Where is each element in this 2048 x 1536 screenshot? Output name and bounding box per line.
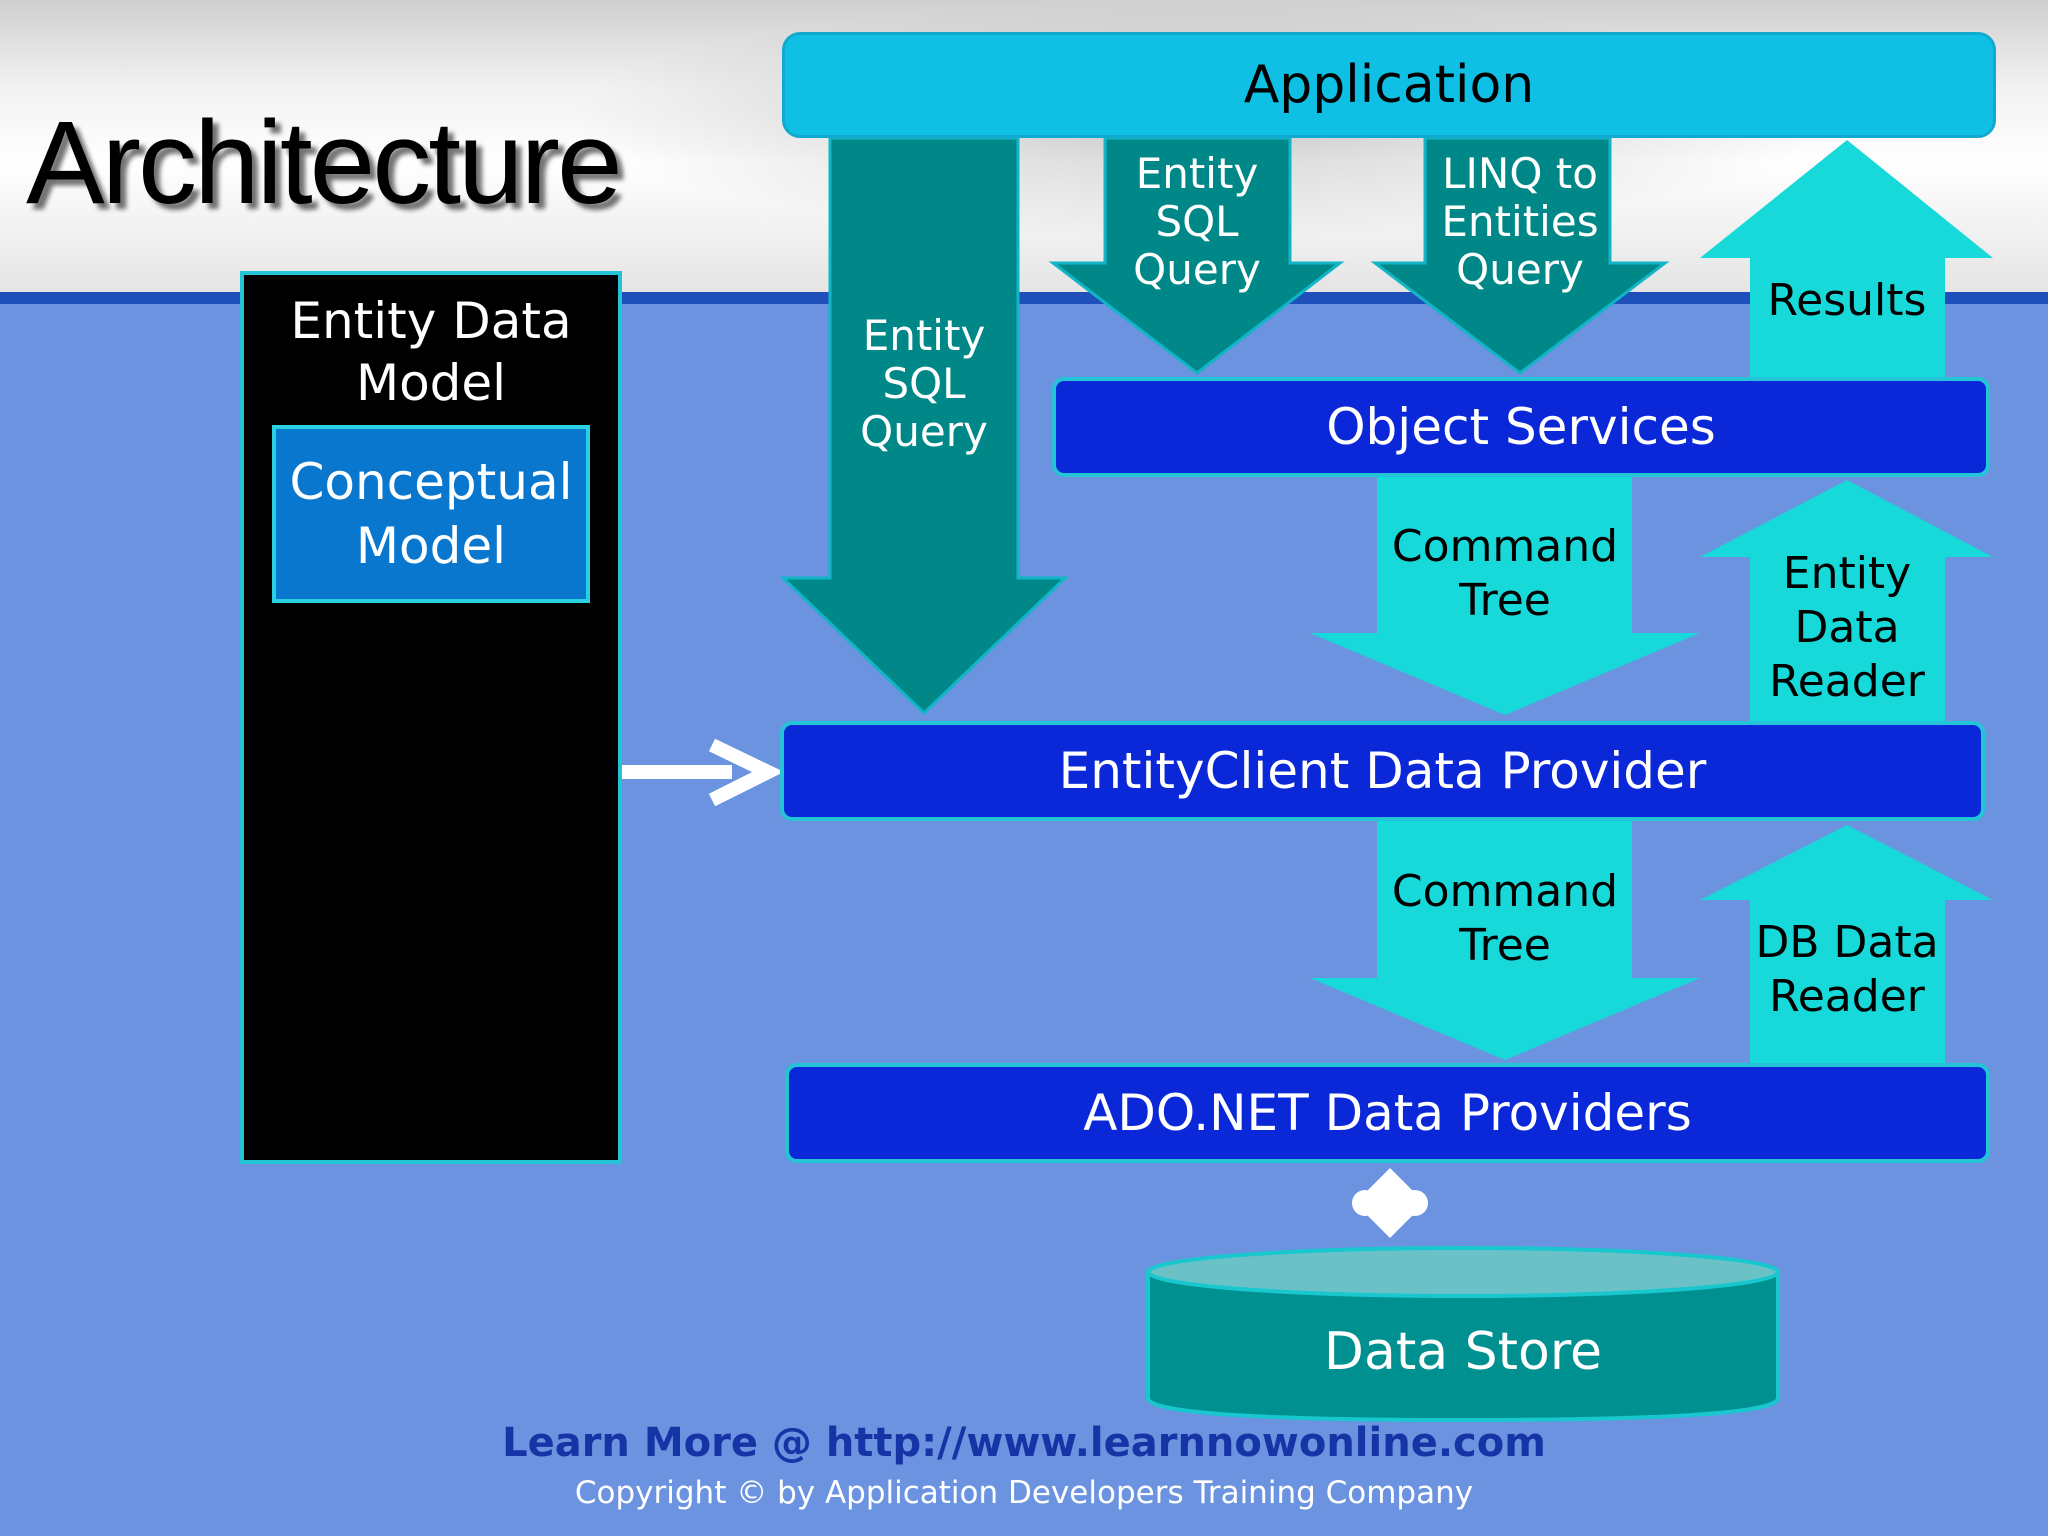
entity-sql-tall-label: Entity SQL Query	[860, 311, 988, 456]
linq-label: LINQ to Entities Query	[1441, 149, 1599, 294]
datastore-connector-left-dot	[1352, 1190, 1378, 1216]
datastore-cylinder-body	[1146, 1270, 1780, 1423]
command-tree-1-label: Command Tree	[1391, 521, 1619, 626]
data-store-label: Data Store	[1323, 1322, 1603, 1382]
entity-data-reader-label: Entity Data Reader	[1769, 548, 1925, 707]
results-arrow	[1700, 140, 1993, 377]
datastore-connector-icon	[1355, 1168, 1425, 1238]
entity-sql-tall-arrow	[779, 136, 1069, 716]
entityclient-layer: EntityClient Data Provider	[780, 721, 1985, 821]
slide-title: Architecture	[26, 97, 623, 229]
edm-connector-head	[708, 738, 784, 807]
entity-data-model-box	[240, 271, 622, 1164]
footer-copyright: Copyright © by Application Developers Tr…	[574, 1475, 1474, 1511]
application-layer: Application	[782, 32, 1996, 138]
entity-sql-short-label: Entity SQL Query	[1133, 149, 1261, 294]
datastore-connector-right-dot	[1402, 1190, 1428, 1216]
db-data-reader-arrow	[1700, 825, 1993, 1063]
adonet-layer: ADO.NET Data Providers	[785, 1063, 1990, 1163]
object-services-layer: Object Services	[1052, 377, 1990, 477]
datastore-cylinder-top	[1146, 1246, 1780, 1298]
entity-sql-short-arrow	[1048, 136, 1345, 375]
footer-link[interactable]: Learn More @ http://www.learnnowonline.c…	[502, 1420, 1546, 1466]
entity-data-reader-arrow	[1700, 480, 1993, 721]
linq-arrow	[1370, 136, 1670, 375]
db-data-reader-label: DB Data Reader	[1755, 917, 1939, 1022]
results-label: Results	[1767, 275, 1927, 326]
command-tree-1-arrow	[1310, 477, 1700, 715]
conceptual-model-box: Conceptual Model	[272, 425, 590, 603]
command-tree-2-label: Command Tree	[1391, 866, 1619, 971]
entity-data-model-label: Entity Data Model	[290, 292, 572, 412]
command-tree-2-arrow	[1310, 821, 1700, 1060]
